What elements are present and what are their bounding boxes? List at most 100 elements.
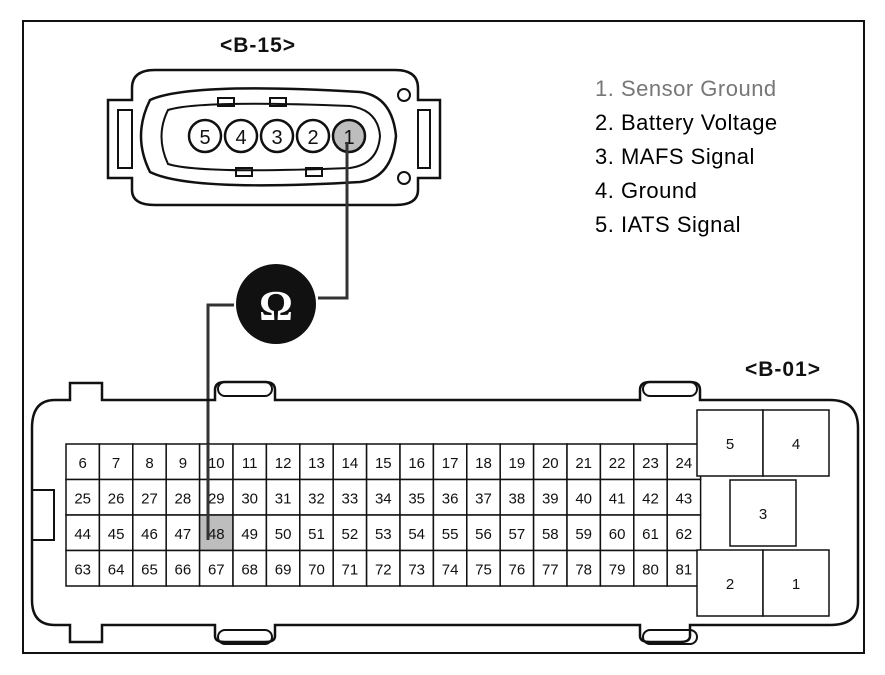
b01-pin-number: 18 bbox=[475, 455, 492, 472]
b01-pin-number: 75 bbox=[475, 561, 492, 578]
b01-pin-number: 66 bbox=[175, 561, 192, 578]
b01-pin-63: 63 bbox=[65, 549, 101, 587]
b01-pin-51: 51 bbox=[299, 514, 334, 552]
b01-pin-number: 22 bbox=[609, 455, 626, 472]
b01-pin-number: 74 bbox=[442, 561, 459, 578]
b01-pin-26: 26 bbox=[98, 478, 134, 516]
svg-text:Ω: Ω bbox=[259, 284, 293, 330]
b01-pin-number: 67 bbox=[208, 561, 225, 578]
b01-pin-number: 73 bbox=[408, 561, 425, 578]
b15-pin-number: 1 bbox=[343, 127, 354, 149]
b15-pin-2: 2 bbox=[295, 118, 331, 154]
b01-pin-19: 19 bbox=[499, 443, 535, 481]
b01-pin-number: 45 bbox=[108, 526, 125, 543]
b01-large-pin-number: 1 bbox=[792, 576, 800, 593]
b01-pin-number: 31 bbox=[275, 490, 292, 507]
b01-pin-38: 38 bbox=[499, 478, 535, 516]
b01-pin-number: 70 bbox=[308, 561, 325, 578]
b01-pin-70: 70 bbox=[299, 549, 334, 587]
b01-pin-61: 61 bbox=[633, 514, 668, 552]
legend-item: 3. MAFS Signal bbox=[595, 144, 755, 169]
b01-pin-number: 7 bbox=[112, 455, 120, 472]
b01-pin-number: 6 bbox=[79, 455, 87, 472]
b01-pin-number: 77 bbox=[542, 561, 559, 578]
b01-pin-52: 52 bbox=[332, 514, 368, 552]
pin-legend: 1. Sensor Ground 2. Battery Voltage 3. M… bbox=[595, 72, 778, 242]
b01-pin-56: 56 bbox=[466, 514, 501, 552]
b01-pin-number: 28 bbox=[175, 490, 192, 507]
b01-pin-9: 9 bbox=[165, 443, 201, 481]
b15-pin-3: 3 bbox=[259, 118, 295, 154]
b01-pin-number: 37 bbox=[475, 490, 492, 507]
b01-pin-78: 78 bbox=[566, 549, 602, 587]
b01-pin-17: 17 bbox=[432, 443, 468, 481]
b01-pin-41: 41 bbox=[599, 478, 635, 516]
b01-pin-number: 8 bbox=[145, 455, 153, 472]
b01-pin-number: 50 bbox=[275, 526, 292, 543]
b01-pin-number: 16 bbox=[408, 455, 425, 472]
b01-pin-number: 21 bbox=[575, 455, 592, 472]
b01-pin-42: 42 bbox=[633, 478, 668, 516]
b01-pin-number: 11 bbox=[242, 455, 258, 472]
b01-pin-76: 76 bbox=[499, 549, 535, 587]
b01-pin-55: 55 bbox=[432, 514, 468, 552]
b01-pin-60: 60 bbox=[599, 514, 635, 552]
b01-pin-number: 71 bbox=[342, 561, 359, 578]
b01-pin-number: 53 bbox=[375, 526, 392, 543]
legend-item: 5. IATS Signal bbox=[595, 212, 741, 237]
b01-pin-77: 77 bbox=[532, 549, 568, 587]
b01-pin-80: 80 bbox=[633, 549, 668, 587]
b01-pin-16: 16 bbox=[399, 443, 435, 481]
b01-pin-7: 7 bbox=[98, 443, 134, 481]
b01-pin-number: 64 bbox=[108, 561, 125, 578]
b01-pin-number: 68 bbox=[241, 561, 258, 578]
connector-b15 bbox=[106, 68, 442, 207]
b01-pin-12: 12 bbox=[265, 443, 301, 481]
b15-pin-number: 3 bbox=[271, 127, 282, 149]
b01-pin-47: 47 bbox=[165, 514, 201, 552]
b01-large-pin-2: 2 bbox=[696, 549, 764, 617]
b01-pin-number: 36 bbox=[442, 490, 459, 507]
b01-pin-73: 73 bbox=[399, 549, 435, 587]
b01-pin-65: 65 bbox=[132, 549, 167, 587]
b01-pin-number: 79 bbox=[609, 561, 626, 578]
b01-pin-45: 45 bbox=[98, 514, 134, 552]
b01-pin-number: 46 bbox=[141, 526, 158, 543]
b01-pin-20: 20 bbox=[532, 443, 568, 481]
b01-pin-37: 37 bbox=[466, 478, 501, 516]
b01-pin-number: 52 bbox=[342, 526, 359, 543]
b01-pin-57: 57 bbox=[499, 514, 535, 552]
b01-pin-29: 29 bbox=[198, 478, 234, 516]
b01-pin-number: 54 bbox=[408, 526, 425, 543]
b01-pin-number: 51 bbox=[308, 526, 325, 543]
b01-pin-32: 32 bbox=[299, 478, 334, 516]
b01-pin-33: 33 bbox=[332, 478, 368, 516]
b01-pin-number: 63 bbox=[74, 561, 91, 578]
b01-pin-number: 14 bbox=[342, 455, 359, 472]
b15-pin-number: 4 bbox=[235, 127, 246, 149]
b01-pin-number: 49 bbox=[241, 526, 258, 543]
b01-pin-25: 25 bbox=[65, 478, 101, 516]
b01-pin-22: 22 bbox=[599, 443, 635, 481]
b01-pin-31: 31 bbox=[265, 478, 301, 516]
b01-pin-number: 60 bbox=[609, 526, 626, 543]
b15-pin-5: 5 bbox=[187, 118, 223, 154]
b01-pin-40: 40 bbox=[566, 478, 602, 516]
b01-pin-28: 28 bbox=[165, 478, 201, 516]
b15-pin-1: 1 bbox=[331, 118, 367, 154]
b01-pin-13: 13 bbox=[299, 443, 334, 481]
b01-pin-number: 35 bbox=[408, 490, 425, 507]
b01-pin-8: 8 bbox=[132, 443, 167, 481]
b01-pin-number: 58 bbox=[542, 526, 559, 543]
b15-pin-number: 2 bbox=[307, 127, 318, 149]
connector-b01 bbox=[30, 380, 860, 645]
b01-large-pin-5: 5 bbox=[696, 409, 764, 477]
legend-item: 2. Battery Voltage bbox=[595, 110, 778, 135]
b01-pin-number: 48 bbox=[208, 526, 225, 543]
legend-item: 1. Sensor Ground bbox=[595, 76, 777, 101]
b01-pin-69: 69 bbox=[265, 549, 301, 587]
b01-pin-72: 72 bbox=[365, 549, 401, 587]
b01-pin-75: 75 bbox=[466, 549, 501, 587]
b01-pin-number: 62 bbox=[676, 526, 693, 543]
